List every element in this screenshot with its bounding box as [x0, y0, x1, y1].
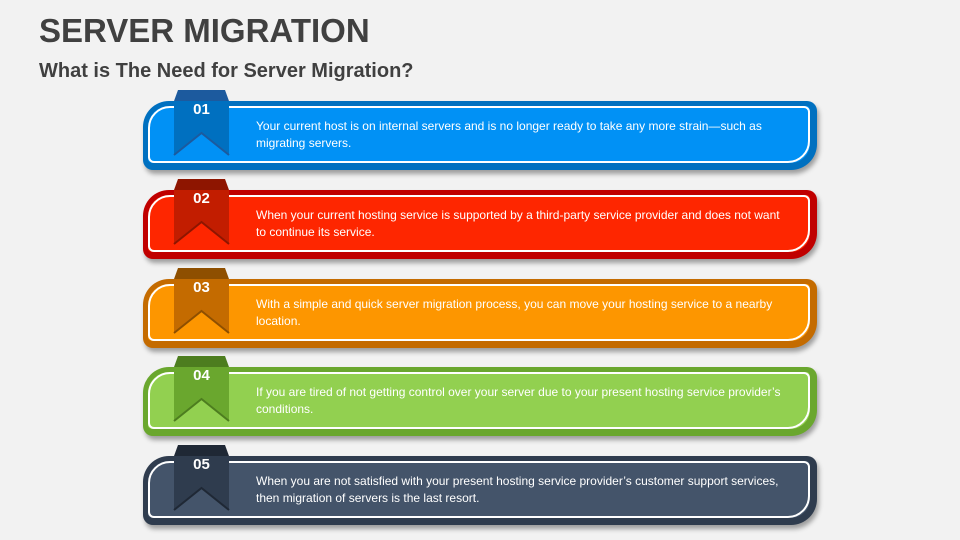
ribbon-badge: 04	[173, 356, 230, 422]
slide-subtitle: What is The Need for Server Migration?	[39, 60, 414, 82]
reason-card: 04 If you are tired of not getting contr…	[143, 356, 817, 436]
reason-card: 02 When your current hosting service is …	[143, 179, 817, 259]
card-inner-outline	[148, 106, 810, 163]
item-text: When you are not satisfied with your pre…	[256, 474, 779, 505]
ribbon-badge: 05	[173, 445, 230, 511]
ribbon-badge: 02	[173, 179, 230, 245]
item-text: If you are tired of not getting control …	[256, 385, 781, 416]
item-text: Your current host is on internal servers…	[256, 119, 762, 150]
item-number: 04	[193, 367, 210, 384]
ribbon-icon	[173, 268, 230, 334]
ribbon-icon	[173, 356, 230, 422]
ribbon-badge: 01	[173, 90, 230, 156]
item-number: 05	[193, 456, 210, 473]
card-inner-outline	[148, 461, 810, 518]
item-number: 01	[193, 101, 210, 118]
card-inner-outline	[148, 372, 810, 429]
slide-title: SERVER MIGRATION	[39, 12, 370, 49]
reason-card: 03 With a simple and quick server migrat…	[143, 268, 817, 348]
reason-card: 01 Your current host is on internal serv…	[143, 90, 817, 170]
reason-card: 05 When you are not satisfied with your …	[143, 445, 817, 525]
ribbon-icon	[173, 179, 230, 245]
ribbon-icon	[173, 90, 230, 156]
card-inner-outline	[148, 284, 810, 341]
item-number: 02	[193, 190, 210, 207]
card-inner-outline	[148, 195, 810, 252]
ribbon-badge: 03	[173, 268, 230, 334]
item-text: When your current hosting service is sup…	[256, 208, 780, 239]
ribbon-icon	[173, 445, 230, 511]
item-number: 03	[193, 279, 210, 296]
item-text: With a simple and quick server migration…	[256, 297, 773, 328]
